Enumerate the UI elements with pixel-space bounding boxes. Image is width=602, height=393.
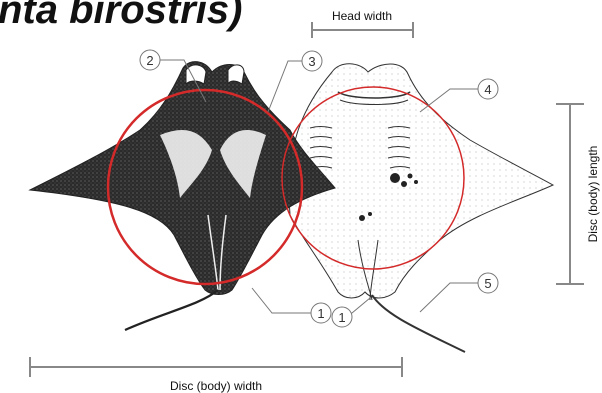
svg-text:1: 1 (338, 310, 345, 325)
disc-width-measure: Disc (body) width (30, 357, 402, 393)
callout-1-dorsal: 1 (311, 303, 331, 323)
manta-dorsal-view (30, 62, 335, 330)
disc-width-label: Disc (body) width (170, 379, 262, 393)
svg-text:2: 2 (146, 53, 153, 68)
disc-length-measure: Disc (body) length (556, 104, 600, 284)
svg-text:5: 5 (484, 276, 491, 291)
disc-length-label: Disc (body) length (586, 146, 600, 243)
callout-4: 4 (478, 79, 498, 99)
callout-2: 2 (140, 50, 160, 70)
callout-5: 5 (478, 273, 498, 293)
callout-3: 3 (302, 51, 322, 71)
svg-text:4: 4 (484, 82, 491, 97)
head-width-label: Head width (332, 9, 392, 23)
svg-text:1: 1 (317, 306, 324, 321)
callout-1-ventral: 1 (332, 307, 352, 327)
head-width-measure: Head width (312, 9, 413, 38)
svg-text:3: 3 (308, 54, 315, 69)
